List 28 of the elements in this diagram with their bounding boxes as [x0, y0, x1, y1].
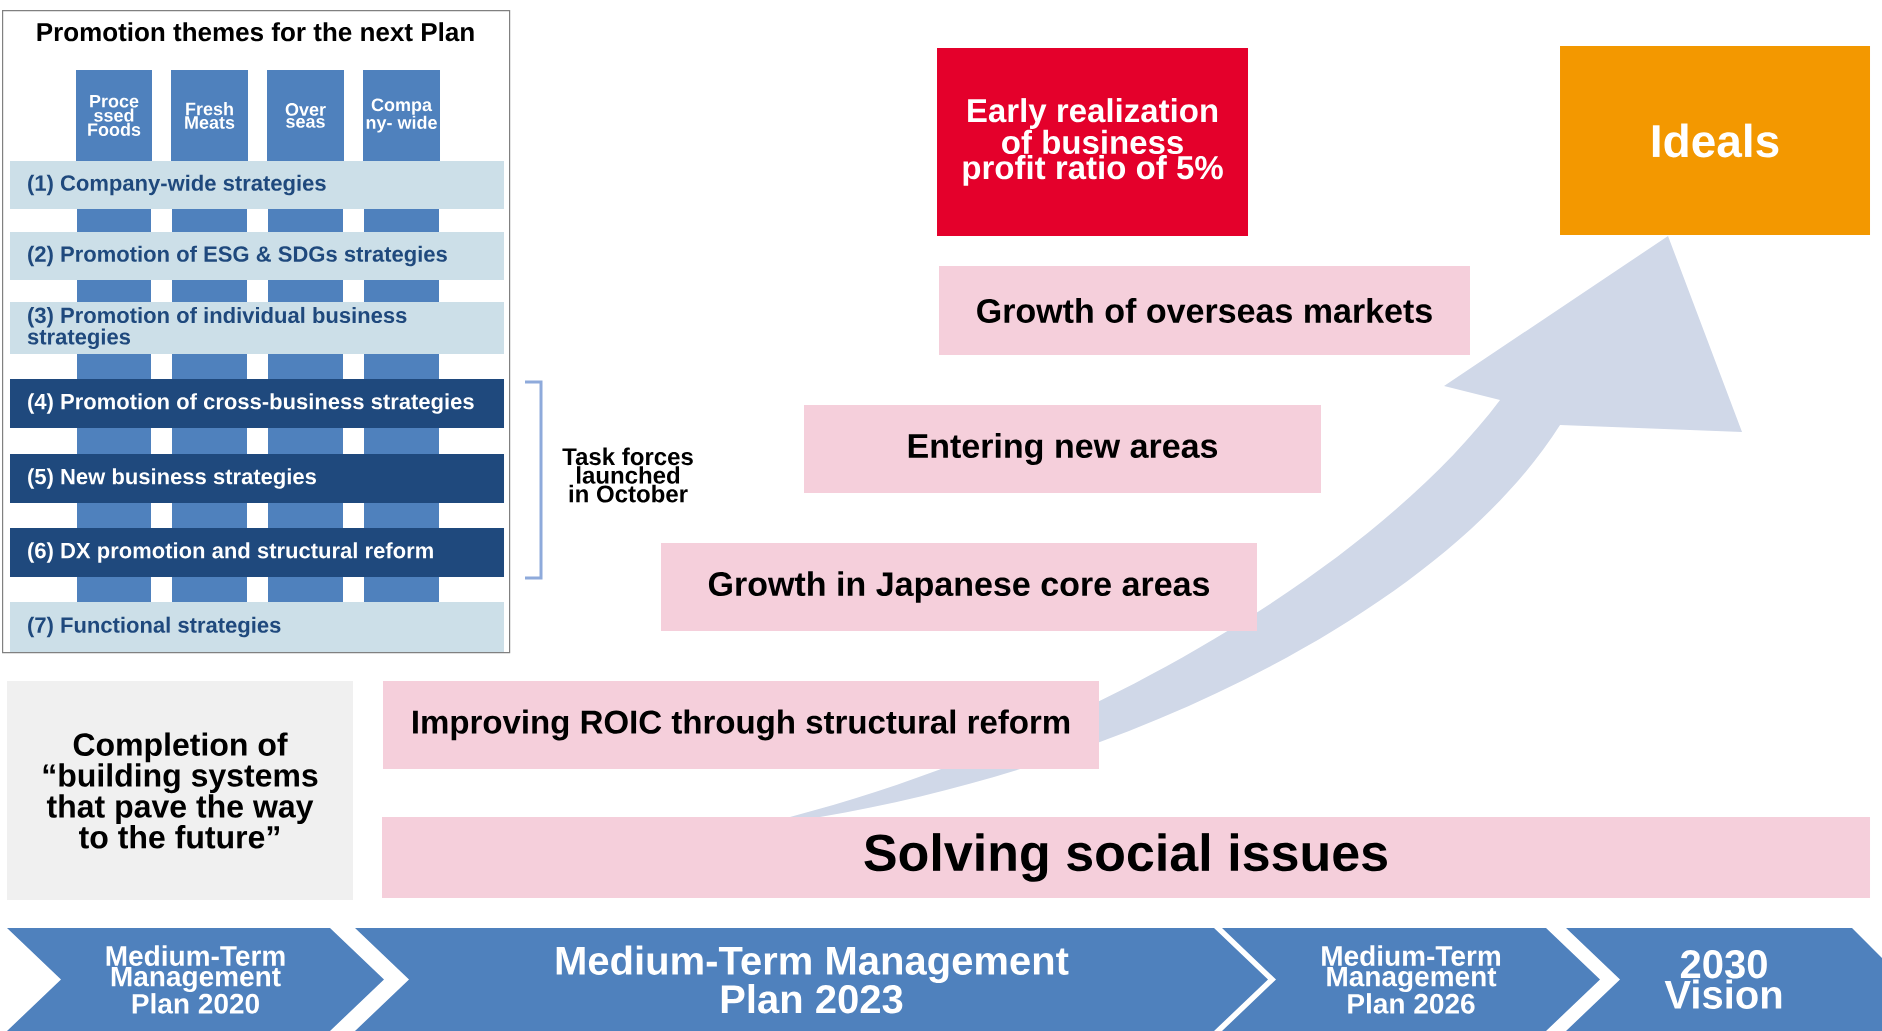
strategy-row: (4) Promotion of cross-business strategies	[10, 379, 504, 428]
goal-box: Ideals	[1560, 46, 1870, 235]
theme-box: Solving social issues	[382, 817, 1870, 898]
phase-band: Medium-Term Management Plan 2023	[355, 928, 1268, 1031]
theme-box: Growth in Japanese core areas	[661, 543, 1257, 631]
strategy-row: (3) Promotion of individual business strategies	[10, 302, 504, 354]
column-header: Over seas	[267, 70, 344, 161]
column-header: Compa ny- wide	[363, 70, 440, 161]
theme-box: Improving ROIC through structural reform	[383, 681, 1099, 769]
strategy-row: (7) Functional strategies	[10, 602, 504, 652]
note: Task forces launched in October	[562, 447, 693, 503]
phase-band: 2030 Vision	[1566, 928, 1882, 1031]
column-header: Proce ssed Foods	[76, 70, 152, 161]
phase-band: Medium-Term Management Plan 2026	[1222, 928, 1600, 1031]
theme-box: Growth of overseas markets	[939, 266, 1470, 355]
strategy-row: (1) Company-wide strategies	[10, 161, 504, 209]
node-label: Medium-Term Management Plan 2026	[1322, 945, 1501, 1014]
column-header: Fresh Meats	[171, 70, 248, 161]
strategy-row: (2) Promotion of ESG & SDGs strategies	[10, 232, 504, 280]
theme-box: Entering new areas	[804, 405, 1321, 493]
phase-band: Medium-Term Management Plan 2020	[7, 928, 384, 1031]
strategy-row: (5) New business strategies	[10, 454, 504, 503]
strategy-row: (6) DX promotion and structural reform	[10, 528, 504, 577]
goal-box: Early realization of business profit ratio of 5%	[937, 48, 1248, 236]
summary-box: Completion of “building systems that pave the way to the future”	[7, 681, 353, 900]
node-label: 2030 Vision	[1664, 950, 1782, 1009]
node-label: Medium-Term Management Plan 2020	[106, 945, 285, 1014]
node-label: Medium-Term Management Plan 2023	[556, 945, 1069, 1014]
